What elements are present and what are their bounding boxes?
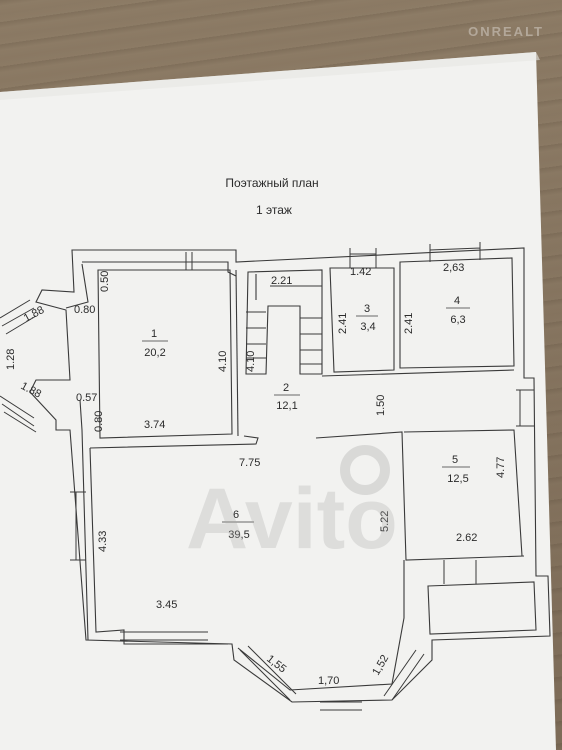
dim-2-41-room3: 2.41 [337,313,349,334]
room-4-area: 6,3 [450,314,465,326]
avito-watermark-text: Avito [186,471,398,567]
room-3-area: 3,4 [360,321,375,333]
dim-4-10-stairs: 4.10 [245,351,257,372]
dim-4-33: 4.33 [97,531,109,552]
room-2-number: 2 [283,382,289,394]
room-labels: 1 20,2 2 12,1 3 3,4 4 6,3 5 12,5 6 39,5 [142,295,470,541]
windows [0,242,534,711]
dim-5-22: 5.22 [379,511,391,532]
dim-1-42: 1.42 [350,266,371,278]
floor-label: 1 этаж [256,203,292,217]
room-2-area: 12,1 [276,400,297,412]
room-6-number: 6 [233,509,239,521]
dim-4-77: 4.77 [495,457,507,478]
dim-7-75: 7.75 [239,457,260,469]
dim-1-70: 1,70 [318,675,339,687]
dim-2-63: 2,63 [443,262,464,274]
dim-3-45: 3.45 [156,599,177,611]
dim-2-41-room4: 2.41 [403,313,415,334]
dim-0-57: 0.57 [76,392,97,404]
dim-2-62: 2.62 [456,532,477,544]
dim-0-80-bottom: 0.80 [93,411,105,432]
dim-0-80-top: 0.80 [74,304,95,316]
dim-3-74: 3.74 [144,419,165,431]
room-1-area: 20,2 [144,347,165,359]
dim-0-50: 0.50 [99,271,111,292]
walls [29,247,551,703]
room-4-number: 4 [454,295,460,307]
dim-1-50: 1.50 [375,395,387,416]
room-1-number: 1 [151,328,157,340]
avito-watermark: Avito [186,445,398,567]
room-6-area: 39,5 [228,529,249,541]
room-5-area: 12,5 [447,473,468,485]
dim-2-21: 2.21 [271,275,292,287]
plan-title: Поэтажный план [225,176,318,190]
room-5-number: 5 [452,454,458,466]
paper-sheet [0,52,556,750]
room-3-number: 3 [364,303,370,315]
dim-4-10-room1: 4.10 [217,351,229,372]
onrealt-watermark: ONREALT [468,24,544,39]
dim-1-28: 1.28 [5,349,17,370]
paper-edge [0,52,540,100]
